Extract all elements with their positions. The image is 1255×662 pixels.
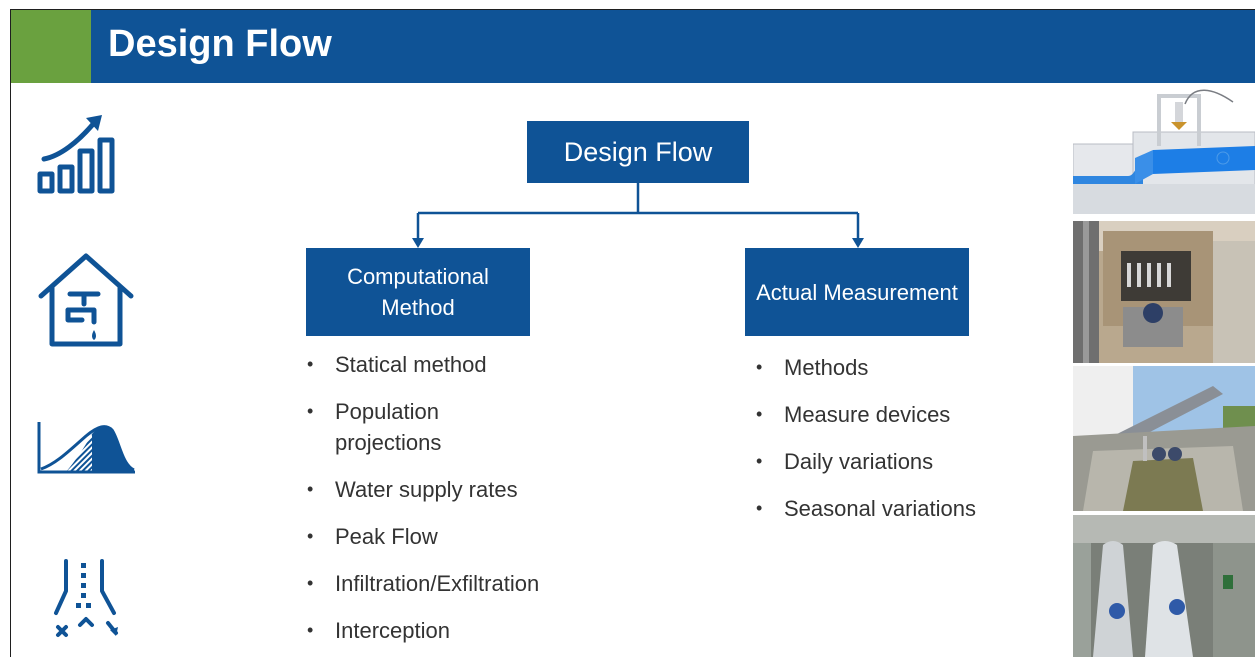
page-title: Design Flow xyxy=(108,23,332,65)
flow-channel-photo xyxy=(1073,366,1255,511)
list-item: Water supply rates xyxy=(305,474,595,505)
flow-split-icon xyxy=(54,559,118,637)
computational-method-box: Computational Method xyxy=(306,248,530,336)
pipe-meter-photo xyxy=(1073,515,1255,657)
list-item: Seasonal variations xyxy=(754,493,1044,524)
list-item: Infiltration/Exfiltration xyxy=(305,568,595,599)
weir-illustration xyxy=(1073,84,1255,214)
slide-frame xyxy=(10,9,1255,657)
list-item: Methods xyxy=(754,352,1044,383)
list-item: Daily variations xyxy=(754,446,1044,477)
computational-method-list: Statical method Population projections W… xyxy=(305,349,595,662)
actual-measurement-box: Actual Measurement xyxy=(745,248,969,336)
design-flow-box: Design Flow xyxy=(527,121,749,183)
list-item: Statical method xyxy=(305,349,595,380)
growth-chart-icon xyxy=(37,115,115,194)
list-item: Measure devices xyxy=(754,399,1044,430)
measurement-chamber-photo xyxy=(1073,221,1255,363)
title-bar xyxy=(11,10,1255,83)
list-item: Population projections xyxy=(305,396,485,458)
distribution-curve-icon xyxy=(37,422,135,474)
actual-measurement-list: Methods Measure devices Daily variations… xyxy=(754,352,1044,540)
list-item: Peak Flow xyxy=(305,521,595,552)
title-accent xyxy=(11,10,91,83)
list-item: Interception xyxy=(305,615,595,646)
house-faucet-icon xyxy=(38,253,134,347)
